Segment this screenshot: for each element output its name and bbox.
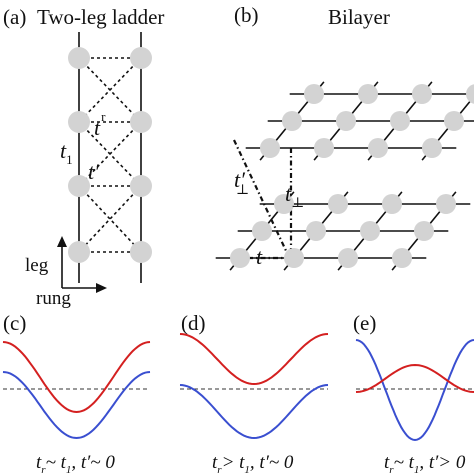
label-t-perp-prime-main: t′ [234, 167, 246, 192]
panel-c-cond-b: ~ t [46, 452, 67, 473]
label-t-1-sub: 1 [66, 152, 73, 167]
ladder-diagonal [78, 57, 142, 123]
bilayer-site [314, 138, 334, 158]
bilayer-site [392, 248, 412, 268]
panel-d-lower-band [179, 384, 329, 440]
panel-d-cond-a: t [212, 452, 218, 473]
label-t-perp: t⊥ [285, 181, 304, 211]
panel-c-condition: tr~ t1, t′~ 0 [36, 452, 115, 474]
ladder-site [130, 175, 152, 197]
leg-arrowhead [57, 236, 67, 247]
panel-e-cond-b-sub: 1 [414, 464, 420, 474]
panel-e-cond-a-sub: r [389, 464, 394, 474]
panel-e-lower-band [355, 363, 474, 393]
panel-c-cond-b-sub: 1 [66, 464, 72, 474]
panel-a-tag: (a) [3, 5, 26, 29]
hopping-t-perp-prime [233, 139, 289, 256]
panel-e-cond-b: ~ t [394, 452, 415, 473]
bilayer-site [422, 138, 442, 158]
bilayer-sites [230, 84, 474, 268]
panel-e-tag: (e) [353, 311, 376, 335]
label-t-r-main: t [94, 115, 101, 140]
ladder-site [68, 111, 90, 133]
bilayer-site [284, 248, 304, 268]
bilayer-site [338, 248, 358, 268]
panel-e-cond-a: t [384, 452, 390, 473]
panel-c-cond-c: , t′~ 0 [71, 452, 115, 473]
bilayer-site [358, 84, 378, 104]
panel-e-cond-c: , t′> 0 [419, 452, 466, 473]
panel-c-cond-a: t [36, 452, 42, 473]
panel-c-tag: (c) [3, 311, 26, 335]
panel-e-condition: tr~ t1, t′> 0 [384, 452, 466, 474]
ladder-site [130, 241, 152, 263]
panel-d-cond-c: , t′~ 0 [250, 452, 294, 473]
panel-d-upper-band [179, 333, 329, 386]
bilayer-site [306, 221, 326, 241]
panel-d-cond-b-sub: 1 [244, 464, 250, 474]
panel-a-title: Two-leg ladder [37, 5, 164, 29]
ladder-diagonal [78, 121, 142, 187]
bilayer-site [368, 138, 388, 158]
bilayer-site [336, 111, 356, 131]
bilayer-site [252, 221, 272, 241]
panel-c-lower-band [2, 371, 151, 440]
leg-rung-axes [57, 236, 107, 293]
bilayer-site [230, 248, 250, 268]
panel-c-cond-a-sub: r [41, 464, 46, 474]
label-t-perp-main: t [285, 181, 292, 206]
ladder-site [130, 47, 152, 69]
bilayer-diagram [215, 81, 474, 271]
rung-axis-label: rung [36, 288, 71, 309]
label-t-r: tr [94, 109, 106, 140]
rung-arrowhead [96, 283, 107, 293]
ladder-site [130, 111, 152, 133]
leg-axis-label: leg [25, 255, 49, 276]
label-t-prime: t′ [88, 159, 100, 184]
label-t-perp-prime: t′⊥ [234, 167, 249, 198]
panel-d-condition: tr> t1, t′~ 0 [212, 452, 294, 474]
panel-d-tag: (d) [181, 311, 206, 335]
bilayer-site [304, 84, 324, 104]
bilayer-bonds [215, 81, 474, 271]
panel-d-cond-b: > t [222, 452, 246, 473]
label-t-1: t1 [60, 138, 73, 167]
panel-e-upper-band [355, 339, 474, 442]
panel-c-upper-band [2, 341, 151, 414]
bilayer-site [382, 194, 402, 214]
panel-d-cond-a-sub: r [217, 464, 222, 474]
label-t-r-sub: r [101, 109, 106, 124]
label-t-perp-prime-sub: ⊥ [236, 183, 249, 198]
bilayer-site [328, 194, 348, 214]
bilayer-site [274, 194, 294, 214]
bilayer-site [282, 111, 302, 131]
label-t: t [256, 244, 263, 269]
ladder-site [68, 47, 90, 69]
bilayer-site [390, 111, 410, 131]
bilayer-site [466, 84, 474, 104]
bilayer-site [412, 84, 432, 104]
ladder-site [68, 241, 90, 263]
ladder-diagram [68, 32, 152, 283]
bilayer-site [436, 194, 456, 214]
ladder-site [68, 175, 90, 197]
bilayer-site [414, 221, 434, 241]
bilayer-site [360, 221, 380, 241]
panel-b-tag: (b) [234, 3, 259, 27]
panel-b-title: Bilayer [328, 5, 390, 29]
label-t-perp-sub: ⊥ [291, 196, 304, 211]
label-t-1-main: t [60, 138, 67, 163]
bilayer-site [260, 138, 280, 158]
bilayer-site [444, 111, 464, 131]
